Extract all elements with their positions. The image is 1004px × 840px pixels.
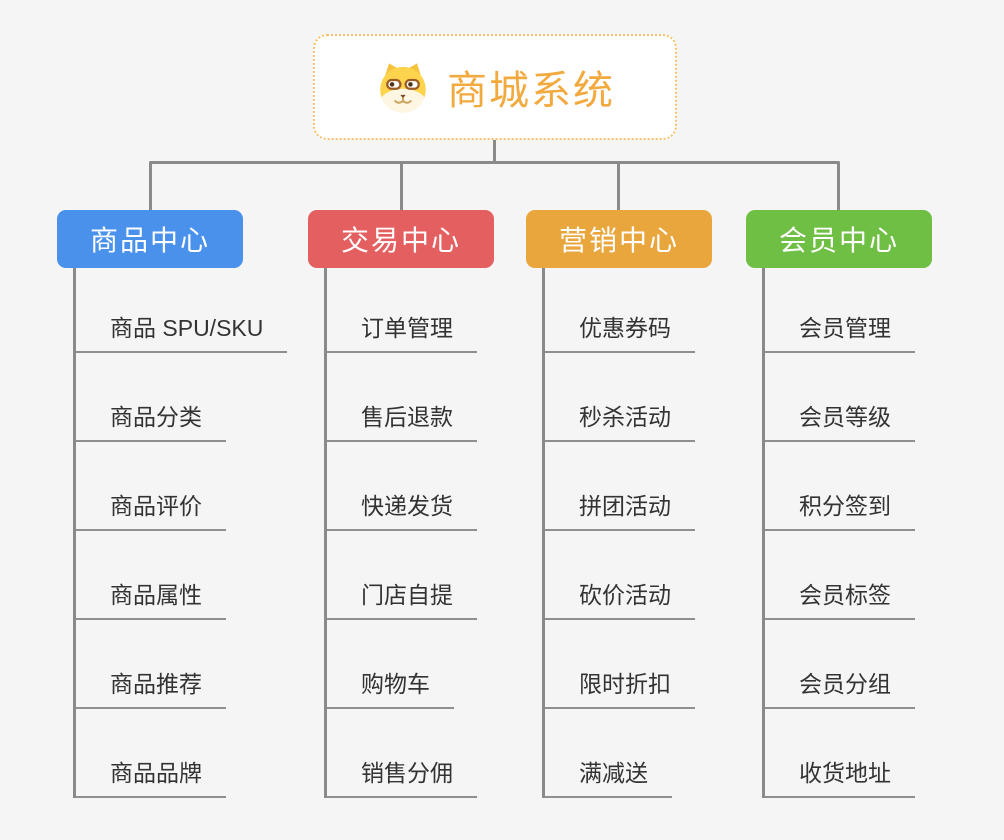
branch-box-product-center[interactable]: 商品中心 <box>57 210 243 268</box>
branch-items-product-center: 商品 SPU/SKU 商品分类 商品评价 商品属性 商品推荐 商品品牌 <box>73 268 288 798</box>
branch-items-marketing-center: 优惠券码 秒杀活动 拼团活动 砍价活动 限时折扣 满减送 <box>542 268 695 798</box>
connector-horizontal-bar <box>149 161 840 164</box>
tree-item-label: 积分签到 <box>765 493 915 531</box>
tree-item-label: 商品推荐 <box>76 671 226 709</box>
tree-item-label: 商品属性 <box>76 582 226 620</box>
dog-face-icon <box>380 63 426 113</box>
branch-box-member-center[interactable]: 会员中心 <box>746 210 932 268</box>
connector-drop-product <box>149 163 152 210</box>
connector-root-stub <box>493 140 496 163</box>
tree-item-label: 销售分佣 <box>327 760 477 798</box>
tree-item-label: 收货地址 <box>765 760 915 798</box>
tree-item-label: 优惠券码 <box>545 315 695 353</box>
root-node-mall-system[interactable]: 商城系统 <box>313 34 677 140</box>
tree-item-label: 售后退款 <box>327 404 477 442</box>
tree-item-label: 订单管理 <box>327 315 477 353</box>
branch-items-trade-center: 订单管理 售后退款 快递发货 门店自提 购物车 销售分佣 <box>324 268 477 798</box>
tree-item-label: 限时折扣 <box>545 671 695 709</box>
root-title: 商城系统 <box>447 69 615 113</box>
branch-box-trade-center[interactable]: 交易中心 <box>308 210 494 268</box>
branch-items-member-center: 会员管理 会员等级 积分签到 会员标签 会员分组 收货地址 <box>762 268 915 798</box>
connector-drop-member <box>837 163 840 210</box>
tree-item-label: 满减送 <box>545 760 672 798</box>
tree-item-label: 购物车 <box>327 671 454 709</box>
branch-trade-center: 交易中心 订单管理 售后退款 快递发货 门店自提 购物车 销售分佣 <box>308 210 494 798</box>
branch-marketing-center: 营销中心 优惠券码 秒杀活动 拼团活动 砍价活动 限时折扣 满减送 <box>526 210 712 798</box>
connector-drop-trade <box>400 163 403 210</box>
tree-item-label: 商品 SPU/SKU <box>76 315 288 353</box>
tree-item-label: 会员管理 <box>765 315 915 353</box>
branch-product-center: 商品中心 商品 SPU/SKU 商品分类 商品评价 商品属性 商品推荐 商品品牌 <box>57 210 288 798</box>
branch-member-center: 会员中心 会员管理 会员等级 积分签到 会员标签 会员分组 收货地址 <box>746 210 932 798</box>
tree-item-label: 会员分组 <box>765 671 915 709</box>
tree-item-label: 秒杀活动 <box>545 404 695 442</box>
tree-item-label: 砍价活动 <box>545 582 695 620</box>
tree-item-label: 商品品牌 <box>76 760 226 798</box>
tree-item-label: 商品分类 <box>76 404 226 442</box>
tree-item-label: 拼团活动 <box>545 493 695 531</box>
tree-item-label: 商品评价 <box>76 493 226 531</box>
branch-box-marketing-center[interactable]: 营销中心 <box>526 210 712 268</box>
tree-item-label: 门店自提 <box>327 582 477 620</box>
tree-item-label: 会员标签 <box>765 582 915 620</box>
tree-item-label: 会员等级 <box>765 404 915 442</box>
tree-item-label: 快递发货 <box>327 493 477 531</box>
connector-drop-marketing <box>617 163 620 210</box>
